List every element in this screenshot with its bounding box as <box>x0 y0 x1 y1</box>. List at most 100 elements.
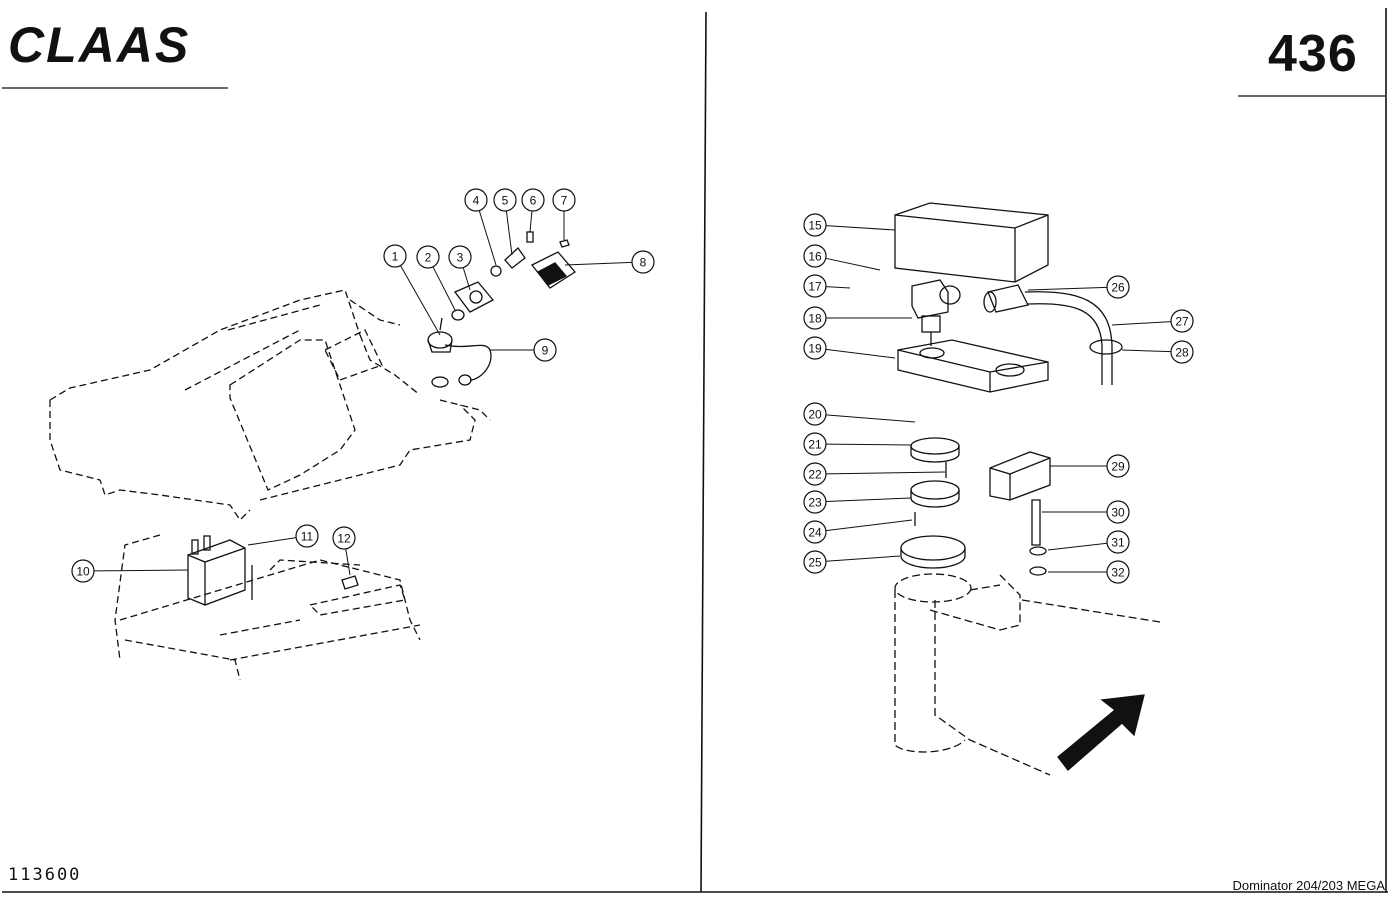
callout-circle <box>803 274 827 298</box>
sensor-unit <box>911 279 961 346</box>
callout-circle <box>533 338 557 362</box>
callout-label: 4 <box>473 194 480 208</box>
callout-label: 20 <box>808 408 822 422</box>
callout-leader <box>825 497 912 503</box>
callout-label: 22 <box>808 468 822 482</box>
callout-11: 11 <box>247 524 319 548</box>
callout-28: 28 <box>1121 340 1194 364</box>
callout-circle <box>493 188 517 212</box>
callout-leader <box>825 443 912 446</box>
callout-circle <box>803 213 827 237</box>
callout-leader <box>345 548 351 576</box>
callout-26: 26 <box>1027 275 1130 299</box>
direction-arrow <box>1057 694 1145 771</box>
callout-circle <box>1106 500 1130 524</box>
callout-29: 29 <box>1050 454 1130 478</box>
callout-leader <box>1047 542 1108 551</box>
callout-label: 19 <box>808 342 822 356</box>
callout-label: 26 <box>1111 281 1125 295</box>
callout-circle <box>803 244 827 268</box>
callout-label: 2 <box>425 251 432 265</box>
callout-label: 12 <box>337 532 351 546</box>
callout-circle <box>71 559 95 583</box>
callout-label: 24 <box>808 526 822 540</box>
logo-text: CLAAS <box>8 20 190 66</box>
callout-circle <box>383 244 407 268</box>
callout-leader <box>825 257 881 271</box>
callout-label: 9 <box>542 344 549 358</box>
callout-leader <box>1111 321 1172 326</box>
callout-27: 27 <box>1111 309 1194 333</box>
callout-circle <box>803 462 827 486</box>
callout-31: 31 <box>1047 530 1130 554</box>
claas-logo: CLAAS <box>8 20 190 66</box>
callout-23: 23 <box>803 490 912 514</box>
callout-label: 8 <box>640 256 647 270</box>
callout-circle <box>803 432 827 456</box>
callout-leader <box>529 210 533 233</box>
callout-leader <box>825 286 851 289</box>
callout-12: 12 <box>332 526 356 576</box>
callout-label: 31 <box>1111 536 1125 550</box>
callout-7: 7 <box>552 188 576 240</box>
callout-label: 11 <box>301 530 314 544</box>
callout-17: 17 <box>803 274 851 298</box>
callout-30: 30 <box>1042 500 1130 524</box>
callout-leader <box>564 261 633 266</box>
callout-label: 28 <box>1175 346 1189 360</box>
disc-stack <box>900 437 966 569</box>
model-name: Dominator 204/203 MEGA <box>1232 878 1385 893</box>
cab-console-outline <box>49 289 491 522</box>
callout-leader <box>825 555 901 562</box>
callout-circle <box>552 188 576 212</box>
callout-circle <box>803 490 827 514</box>
callout-leader <box>400 265 441 336</box>
callout-22: 22 <box>803 462 946 486</box>
callout-circle <box>332 526 356 550</box>
callout-9: 9 <box>490 338 557 362</box>
callout-label: 17 <box>808 280 822 294</box>
callout-20: 20 <box>803 402 916 426</box>
callout-label: 27 <box>1175 315 1189 329</box>
callout-label: 7 <box>561 194 568 208</box>
control-box <box>894 202 1049 283</box>
callout-16: 16 <box>803 244 881 271</box>
callout-leader <box>825 471 946 475</box>
callout-leader <box>1027 286 1108 291</box>
callout-label: 32 <box>1111 566 1125 580</box>
callout-label: 3 <box>457 251 464 265</box>
callout-leader <box>478 210 497 266</box>
callout-8: 8 <box>564 250 655 274</box>
connector-cable <box>983 284 1123 385</box>
callout-circle <box>1106 454 1130 478</box>
callout-leader <box>93 569 189 572</box>
callout-label: 29 <box>1111 460 1125 474</box>
callout-circle <box>1170 340 1194 364</box>
callout-circle <box>448 245 472 269</box>
callout-label: 16 <box>808 250 822 264</box>
callout-circle <box>803 520 827 544</box>
relay-assembly <box>187 535 359 606</box>
callout-2: 2 <box>416 245 456 311</box>
callout-leader <box>505 210 513 256</box>
callout-label: 21 <box>808 438 822 452</box>
callout-18: 18 <box>803 306 912 330</box>
page-number: 436 <box>1268 25 1358 83</box>
callout-leader <box>825 414 916 423</box>
callout-leader <box>462 267 471 291</box>
callout-1: 1 <box>383 244 441 336</box>
callout-32: 32 <box>1048 560 1130 584</box>
callout-3: 3 <box>448 245 472 291</box>
callout-circle <box>803 306 827 330</box>
callout-circle <box>295 524 319 548</box>
document-number: 113600 <box>8 865 82 885</box>
callout-circle <box>464 188 488 212</box>
callout-6: 6 <box>521 188 545 233</box>
callout-label: 25 <box>808 556 822 570</box>
callout-label: 23 <box>808 496 822 510</box>
callout-21: 21 <box>803 432 912 456</box>
callout-circle <box>803 336 827 360</box>
